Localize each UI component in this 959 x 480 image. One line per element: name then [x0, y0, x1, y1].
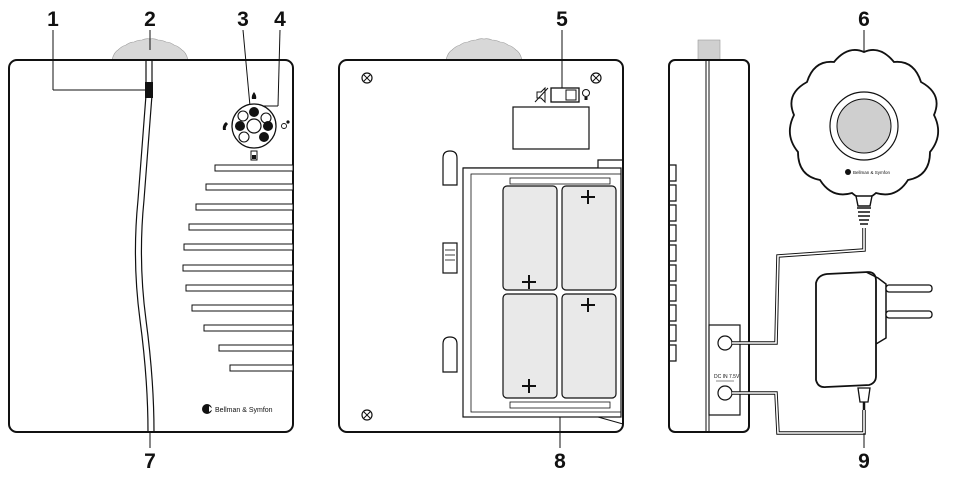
battery-icon: [250, 150, 258, 161]
callout-1: 1: [47, 8, 59, 31]
vibrator-jack: [717, 335, 733, 351]
indicator-led: [145, 82, 153, 98]
battery-cell: [502, 293, 558, 399]
side-vents: [669, 164, 677, 362]
led-bottom-right: [259, 132, 269, 142]
battery-cell: [502, 185, 558, 291]
front-view: Bellman & Symfon: [8, 29, 294, 448]
adapter-cable: [732, 391, 866, 435]
label-plate: [512, 106, 590, 150]
svg-text:Bellman & Symfon: Bellman & Symfon: [215, 407, 273, 414]
sound-light-switch: [534, 86, 590, 104]
led-fire: [249, 107, 259, 117]
side-view: DC IN 7.5V Bellman & Symfon: [668, 30, 940, 448]
led-top-left: [237, 110, 249, 122]
plug-pin-upper: [885, 284, 933, 293]
screw-bottom-left: [361, 409, 373, 421]
speaker-grille: [182, 164, 294, 372]
led-phone: [235, 121, 245, 131]
battery-compartment: [462, 159, 624, 425]
callout-5: 5: [556, 8, 568, 31]
indicator-strip: [134, 60, 149, 433]
callout-labels: 1 2 3 4 5 6 7 8 9: [47, 8, 870, 473]
callout-3: 3: [237, 8, 249, 31]
brand-logo: Bellman & Symfon: [202, 404, 273, 414]
mount-slot-lower: [442, 336, 458, 373]
callout-6: 6: [858, 8, 870, 31]
callout-8: 8: [554, 450, 566, 473]
speaker-muted-icon: [534, 86, 549, 104]
battery-cell: [561, 185, 617, 291]
flame-icon: [251, 92, 257, 99]
power-adapter: [815, 271, 933, 410]
back-volume-wheel: [445, 38, 523, 61]
svg-text:Bellman & Symfon: Bellman & Symfon: [853, 170, 891, 175]
plug-pin-lower: [885, 310, 933, 319]
screw-top-right: [590, 72, 602, 84]
back-view: [338, 30, 624, 448]
phone-icon: [222, 122, 228, 130]
callout-9: 9: [858, 450, 870, 473]
side-volume-wheel: [697, 39, 721, 61]
callout-2: 2: [144, 8, 156, 31]
svg-text:DC IN 7.5V: DC IN 7.5V: [714, 374, 740, 380]
callout-7: 7: [144, 450, 156, 473]
indicator-panel: [222, 92, 290, 161]
doorbell-icon: [281, 120, 290, 129]
bed-shaker: Bellman & Symfon: [788, 49, 940, 225]
mount-slot-upper: [442, 150, 458, 186]
lamp-icon: [582, 89, 590, 100]
battery-cell: [561, 293, 617, 399]
dc-jack: [717, 385, 733, 401]
battery-cover-latch: [442, 242, 458, 274]
screw-top-left: [361, 72, 373, 84]
shaker-strain-relief: [855, 195, 873, 225]
led-doorbell: [263, 121, 273, 131]
led-bottom-left: [238, 131, 250, 143]
callout-4: 4: [274, 8, 286, 31]
